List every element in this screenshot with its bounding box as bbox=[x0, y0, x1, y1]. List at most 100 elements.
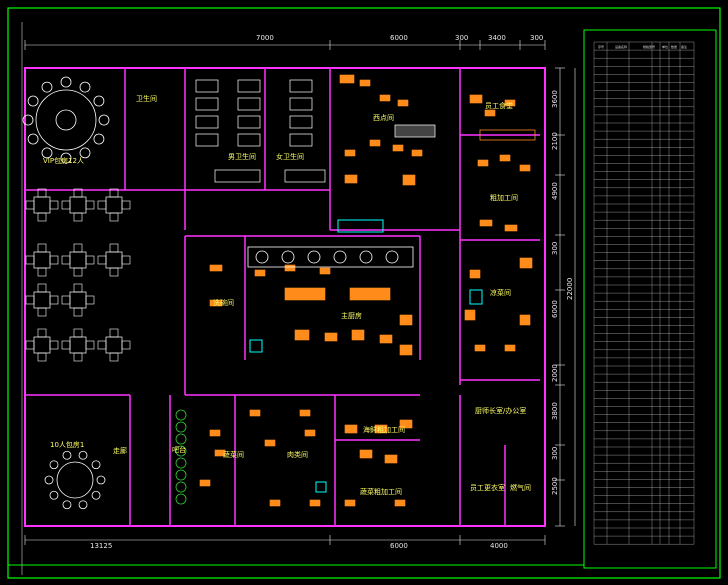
dining-chair bbox=[25, 255, 35, 265]
dim-right-5: 6000 bbox=[551, 300, 559, 318]
room-labels: VIP包房12人 卫生间 男卫生间 女卫生间 西点间 员工食堂 粗加工间 凉菜间… bbox=[43, 94, 531, 496]
drawing-frame bbox=[7, 7, 721, 579]
dining-table bbox=[105, 251, 123, 269]
kitchen-equipment bbox=[469, 94, 483, 104]
dining-chair bbox=[121, 340, 131, 350]
kitchen-equipment bbox=[399, 314, 413, 326]
dimension-layer bbox=[24, 40, 576, 545]
dining-chair bbox=[97, 340, 107, 350]
toilet-stall bbox=[237, 115, 261, 129]
dining-chair bbox=[37, 212, 47, 222]
dim-bottom-3: 4000 bbox=[490, 542, 508, 550]
dining-table bbox=[69, 251, 87, 269]
plant bbox=[175, 481, 187, 493]
table-header-5: 数量 bbox=[671, 44, 677, 49]
kitchen-equipment bbox=[359, 79, 371, 87]
sink-fixture bbox=[315, 481, 327, 493]
dim-right-7: 2000 bbox=[551, 364, 559, 382]
dining-chair bbox=[121, 255, 131, 265]
label-gas: 燃气间 bbox=[510, 483, 531, 492]
dim-bottom-2: 6000 bbox=[390, 542, 408, 550]
dining-chair bbox=[109, 328, 119, 338]
kitchen-equipment bbox=[379, 94, 391, 102]
kitchen-equipment bbox=[344, 499, 356, 507]
kitchen-equipment bbox=[394, 499, 406, 507]
dining-table bbox=[33, 196, 51, 214]
kitchen-equipment bbox=[519, 314, 531, 326]
room10-chair bbox=[49, 490, 59, 500]
dining-chair bbox=[37, 352, 47, 362]
label-vip12: VIP包房12人 bbox=[43, 156, 84, 165]
vip-chair bbox=[60, 152, 72, 164]
title-block-border bbox=[583, 29, 717, 569]
vip-chair bbox=[98, 114, 110, 126]
dining-chair bbox=[73, 212, 83, 222]
kitchen-equipment bbox=[319, 267, 331, 275]
kitchen-equipment bbox=[349, 287, 391, 301]
burner bbox=[281, 250, 295, 264]
dining-chair bbox=[25, 200, 35, 210]
dining-chair bbox=[73, 328, 83, 338]
label-veg-prep: 蔬菜粗加工间 bbox=[360, 487, 402, 496]
kitchen-equipment bbox=[384, 454, 398, 464]
label-corridor: 走廊 bbox=[113, 446, 127, 455]
kitchen-equipment bbox=[199, 479, 211, 487]
dining-chair bbox=[73, 243, 83, 253]
plant bbox=[175, 433, 187, 445]
label-staff: 员工更衣室 bbox=[470, 483, 505, 492]
plant bbox=[175, 421, 187, 433]
kitchen-equipment bbox=[254, 269, 266, 277]
kitchen-equipment bbox=[402, 174, 416, 186]
dining-chair bbox=[61, 255, 71, 265]
burner bbox=[307, 250, 321, 264]
dim-top-1: 7000 bbox=[256, 34, 274, 42]
dining-chair bbox=[73, 307, 83, 317]
toilet-stall bbox=[195, 97, 219, 111]
dining-chair bbox=[85, 295, 95, 305]
sink-counter bbox=[284, 169, 326, 183]
dining-chair bbox=[25, 295, 35, 305]
toilet-stall bbox=[289, 133, 313, 147]
plant bbox=[175, 409, 187, 421]
burner bbox=[255, 250, 269, 264]
cold-storage bbox=[337, 219, 384, 233]
kitchen-equipment bbox=[479, 219, 493, 227]
plant bbox=[175, 469, 187, 481]
western-counter bbox=[394, 124, 436, 138]
kitchen-equipment bbox=[379, 334, 393, 344]
dining-chair bbox=[85, 255, 95, 265]
dining-chair bbox=[73, 283, 83, 293]
kitchen-equipment bbox=[477, 159, 489, 167]
room10-chair bbox=[78, 450, 88, 460]
dining-table bbox=[33, 291, 51, 309]
dining-chair bbox=[61, 295, 71, 305]
furniture-layer bbox=[22, 74, 536, 510]
dining-chair bbox=[37, 267, 47, 277]
dim-top-3: 300 bbox=[455, 34, 468, 42]
kitchen-equipment bbox=[484, 109, 496, 117]
dining-chair bbox=[73, 267, 83, 277]
plant bbox=[175, 445, 187, 457]
toilet-stall bbox=[195, 133, 219, 147]
label-prep: 粗加工间 bbox=[490, 193, 518, 202]
dining-chair bbox=[37, 328, 47, 338]
table-header-1: 序号 bbox=[598, 44, 604, 49]
toilet-stall bbox=[289, 115, 313, 129]
kitchen-equipment bbox=[499, 154, 511, 162]
room10-table bbox=[56, 461, 94, 499]
toilet-stall bbox=[237, 97, 261, 111]
kitchen-equipment bbox=[469, 269, 481, 279]
kitchen-equipment bbox=[519, 257, 533, 269]
dining-table bbox=[33, 251, 51, 269]
room10-chair bbox=[91, 460, 101, 470]
dim-right-3: 4900 bbox=[551, 182, 559, 200]
dining-chair bbox=[97, 255, 107, 265]
dining-chair bbox=[61, 340, 71, 350]
dim-right-2: 2100 bbox=[551, 132, 559, 150]
plant bbox=[175, 457, 187, 469]
dining-chair bbox=[97, 200, 107, 210]
equipment-schedule-table: 序号 设备名称 规格型号 单位 数量 备注 bbox=[593, 41, 695, 545]
prep-sink bbox=[469, 289, 483, 305]
room10-chair bbox=[62, 500, 72, 510]
burner bbox=[333, 250, 347, 264]
